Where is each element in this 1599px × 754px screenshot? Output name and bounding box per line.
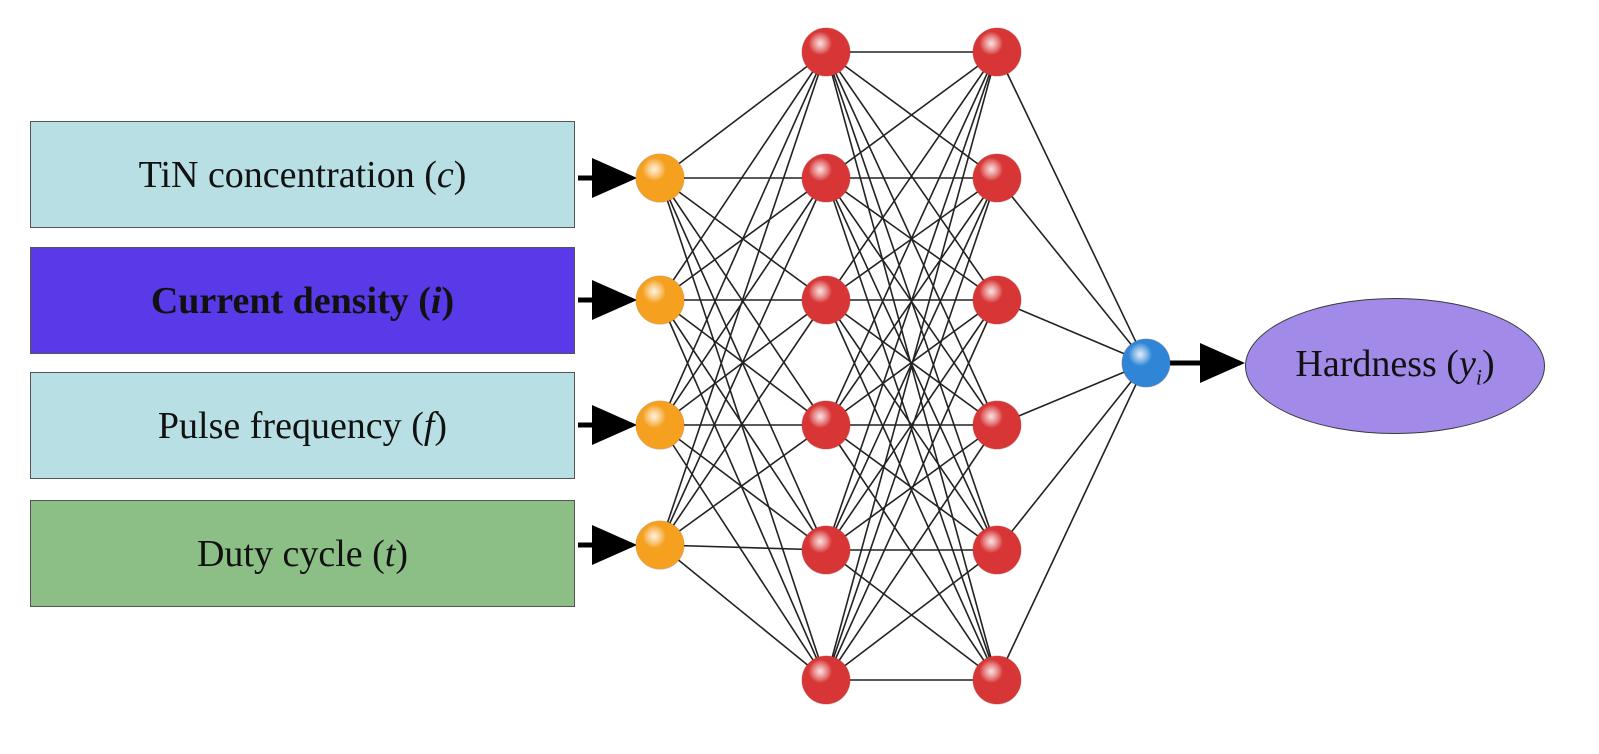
input-box-duty-cycle: Duty cycle (t) xyxy=(30,500,575,607)
connection-line xyxy=(659,544,827,551)
hidden-node-highlight xyxy=(973,526,1021,574)
connection-line xyxy=(996,362,1147,681)
input-node-highlight xyxy=(636,401,684,449)
hidden-node-highlight xyxy=(802,656,850,704)
hidden-node-highlight xyxy=(802,28,850,76)
output-label: Hardness (yi) xyxy=(1295,342,1495,390)
hidden-node-highlight xyxy=(973,656,1021,704)
input-label: Current density (i) xyxy=(150,279,455,322)
connection-line xyxy=(659,177,827,681)
connection-line xyxy=(659,51,827,301)
connection-line xyxy=(659,177,827,426)
hidden-node-highlight xyxy=(973,154,1021,202)
input-node-highlight xyxy=(636,276,684,324)
connection-line xyxy=(825,549,998,681)
connection-line xyxy=(659,424,827,551)
connection-line xyxy=(659,177,827,546)
input-node-highlight xyxy=(636,521,684,569)
connection-line xyxy=(659,51,827,179)
connection-line xyxy=(996,362,1147,426)
connection-line xyxy=(825,177,998,681)
hidden-node-highlight xyxy=(973,276,1021,324)
connection-line xyxy=(996,362,1147,551)
connection-line xyxy=(996,51,1147,364)
input-label: Pulse frequency (f) xyxy=(157,404,448,447)
hidden-node-highlight xyxy=(973,28,1021,76)
input-node-highlight xyxy=(636,154,684,202)
connection-line xyxy=(825,424,998,681)
hidden-node-highlight xyxy=(973,401,1021,449)
output-node-highlight xyxy=(1122,339,1170,387)
input-box-current-density: Current density (i) xyxy=(30,247,575,354)
input-label: TiN concentration (c) xyxy=(138,153,467,196)
connection-line xyxy=(996,299,1147,364)
connection-line xyxy=(659,424,827,546)
input-label: Duty cycle (t) xyxy=(196,532,409,575)
connection-line xyxy=(825,299,998,551)
connection-line xyxy=(825,51,998,301)
connection-line xyxy=(659,51,827,546)
connection-line xyxy=(996,177,1147,364)
hidden-node-highlight xyxy=(802,526,850,574)
output-hardness: Hardness (yi) xyxy=(1245,298,1545,434)
network-nodes xyxy=(635,27,1171,705)
connection-line xyxy=(659,51,827,426)
connection-line xyxy=(825,51,998,681)
network-connections xyxy=(659,51,1147,681)
connection-line xyxy=(825,51,998,551)
input-box-tin-concentration: TiN concentration (c) xyxy=(30,121,575,228)
connection-line xyxy=(659,177,827,551)
connection-line xyxy=(659,544,827,681)
input-box-pulse-frequency: Pulse frequency (f) xyxy=(30,372,575,479)
connection-line xyxy=(825,299,998,681)
hidden-node-highlight xyxy=(802,154,850,202)
hidden-node-highlight xyxy=(802,401,850,449)
connection-line xyxy=(659,299,827,546)
connection-line xyxy=(825,51,998,179)
hidden-node-highlight xyxy=(802,276,850,324)
flow-arrows xyxy=(578,158,1245,565)
connection-line xyxy=(825,424,998,551)
connection-line xyxy=(825,51,998,426)
connection-line xyxy=(659,424,827,681)
